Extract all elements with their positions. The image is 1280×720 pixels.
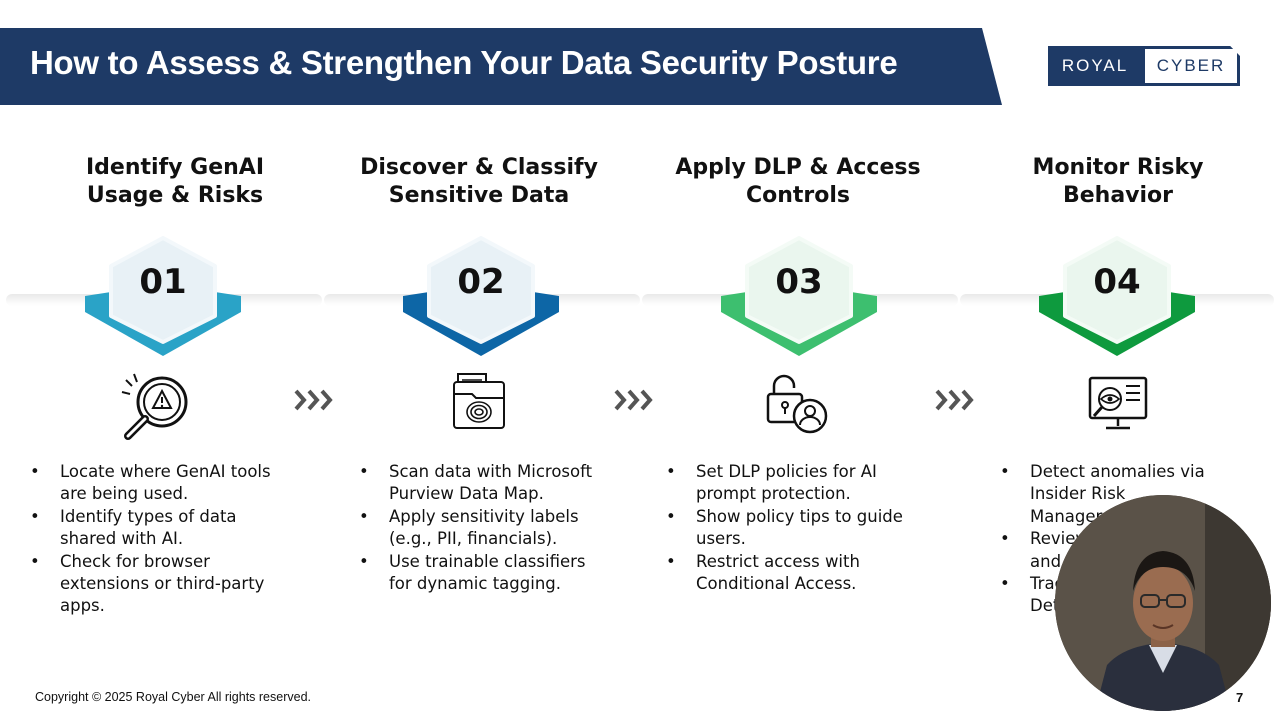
step-3-title-line1: Apply DLP & Access — [675, 155, 921, 180]
step-1-title-line1: Identify GenAI — [86, 155, 264, 180]
chevrons-right-icon — [294, 389, 333, 411]
step-3-hexagon — [721, 236, 877, 356]
page-number: 7 — [1236, 690, 1244, 705]
step-3-title: Apply DLP & Access Controls — [648, 154, 948, 210]
page-title: How to Assess & Strengthen Your Data Sec… — [30, 44, 898, 81]
lock-user-icon — [766, 374, 828, 434]
logo-left-text: ROYAL — [1048, 46, 1142, 86]
monitor-eye-icon — [1088, 376, 1148, 430]
presenter-webcam-video — [1055, 495, 1271, 711]
step-3-number: 03 — [775, 262, 823, 302]
step-2-title-line1: Discover & Classify — [360, 155, 598, 180]
chevrons-right-icon — [935, 389, 974, 411]
step-4-number: 04 — [1093, 262, 1141, 302]
step-2-hexagon — [403, 236, 559, 356]
step-4-hexagon — [1039, 236, 1195, 356]
step-4-title: Monitor Risky Behavior — [968, 154, 1268, 210]
step-2-number: 02 — [457, 262, 505, 302]
step-1-title-line2: Usage & Risks — [86, 183, 264, 208]
list-item: Apply sensitivity labels(e.g., PII, fina… — [359, 506, 649, 551]
step-2-title-line2: Sensitive Data — [388, 183, 570, 208]
step-1-hexagon — [85, 236, 241, 356]
royal-cyber-logo: ROYAL CYBER — [1048, 46, 1240, 86]
step-3-title-line2: Controls — [745, 183, 851, 208]
step-2-title: Discover & Classify Sensitive Data — [329, 154, 629, 210]
copyright-footer: Copyright © 2025 Royal Cyber All rights … — [35, 690, 312, 704]
search-warning-icon — [121, 373, 188, 440]
title-banner — [0, 28, 1002, 105]
chevrons-right-icon — [614, 389, 653, 411]
presenter-silhouette-icon — [1055, 495, 1271, 711]
step-4-title-line1: Monitor Risky — [1032, 155, 1204, 180]
step-4-title-line2: Behavior — [1062, 183, 1174, 208]
step-1-title: Identify GenAI Usage & Risks — [25, 154, 325, 210]
step-1-number: 01 — [139, 262, 187, 302]
logo-right-text: CYBER — [1142, 46, 1240, 86]
fingerprint-folder-icon — [453, 373, 505, 429]
